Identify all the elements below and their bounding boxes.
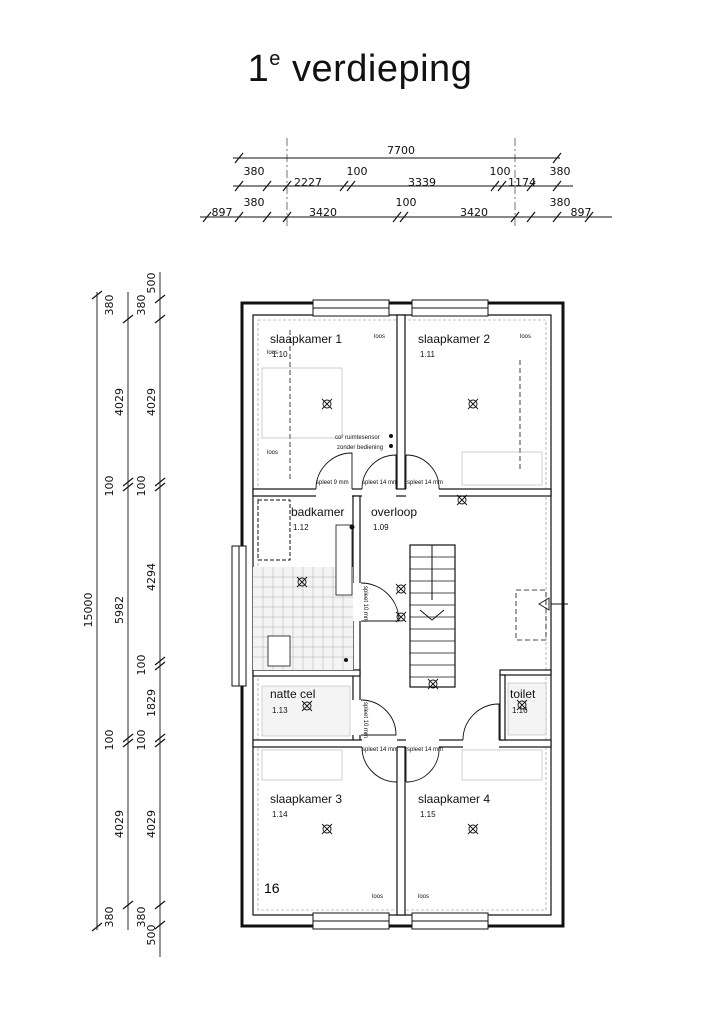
- note-spleet-9: spleet 9 mm: [316, 480, 349, 486]
- note-sensor-2: zonder bediening: [337, 445, 383, 451]
- note-spleet-14-d: spleet 14 mm: [407, 747, 443, 753]
- dim-top-r2-2: 100: [347, 165, 368, 178]
- dim-left-c2-2: 100: [103, 476, 116, 497]
- furniture-beds: [261, 367, 543, 781]
- note-spleet-14-b: spleet 14 mm: [407, 480, 443, 486]
- note-loos-6: loos: [418, 894, 429, 900]
- dim-top-r2-1: 2227: [294, 176, 322, 189]
- room-num-1-13: 1.13: [272, 706, 288, 715]
- dim-top-r3-4: 3420: [460, 206, 488, 219]
- note-sensor-1: co² ruimtesensor: [335, 435, 380, 441]
- page-title: 1e verdieping: [0, 48, 720, 91]
- door-openings: [316, 488, 499, 748]
- dim-left-c3-7: 100: [135, 730, 148, 751]
- room-num-1-10: 1.10: [272, 350, 288, 359]
- left-dimension-lines: [91, 272, 166, 957]
- dim-left-c3-8: 4029: [145, 810, 158, 838]
- plan-notes: loos loos loos loos loos loos co² ruimte…: [264, 334, 531, 900]
- staircase: [409, 544, 456, 688]
- room-name-slaapkamer-4: slaapkamer 4: [418, 792, 490, 806]
- room-name-toilet: toilet: [510, 687, 536, 701]
- left-dimension-labels: 15000 380 4029 100 5982 100 4029 380 500…: [82, 273, 158, 946]
- dim-top-r3-6: 897: [571, 206, 592, 219]
- note-spleet-10-a: spleet 10 mm: [362, 586, 368, 622]
- dim-left-c3-0: 500: [145, 273, 158, 294]
- dim-top-total: 7700: [387, 144, 415, 157]
- room-num-1-09: 1.09: [373, 523, 389, 532]
- sensor-dots: [344, 434, 393, 662]
- room-num-1-11: 1.11: [420, 350, 436, 359]
- dim-top-r2-6: 380: [550, 165, 571, 178]
- dim-top-r3-2: 3420: [309, 206, 337, 219]
- dim-left-c3-1: 380: [135, 295, 148, 316]
- dim-left-c2-5: 4029: [113, 810, 126, 838]
- note-loos-5: loos: [372, 894, 383, 900]
- note-spleet-14-c: spleet 14 mm: [362, 747, 398, 753]
- note-spleet-10-b: spleet 10 mm: [362, 702, 368, 738]
- room-name-badkamer: badkamer: [291, 505, 344, 519]
- room-num-1-14: 1.14: [272, 810, 288, 819]
- dim-left-c3-3: 100: [135, 476, 148, 497]
- dim-top-r3-1: 380: [244, 196, 265, 209]
- note-loos-2: loos: [374, 334, 385, 340]
- note-loos-3: loos: [520, 334, 531, 340]
- top-dimension-lines: [200, 152, 612, 223]
- room-name-slaapkamer-1: slaapkamer 1: [270, 332, 342, 346]
- room-num-1-16: 1.16: [512, 706, 528, 715]
- room-num-1-15: 1.15: [420, 810, 436, 819]
- room-name-slaapkamer-2: slaapkamer 2: [418, 332, 490, 346]
- title-base: 1: [247, 48, 270, 90]
- dim-left-c3-9: 380: [135, 907, 148, 928]
- dim-top-r3-3: 100: [396, 196, 417, 209]
- dim-left-c3-10: 500: [145, 925, 158, 946]
- room-num-1-12: 1.12: [293, 523, 309, 532]
- dim-left-c3-6: 1829: [145, 689, 158, 717]
- dim-top-r2-5: 1174: [508, 176, 536, 189]
- dim-top-r3-0: 897: [212, 206, 233, 219]
- dim-left-c2-1: 4029: [113, 388, 126, 416]
- dim-left-c2-0: 380: [103, 295, 116, 316]
- section-arrow: [538, 597, 568, 611]
- note-loos-1: loos: [267, 350, 278, 356]
- dim-left-c2-6: 380: [103, 907, 116, 928]
- dim-left-c3-4: 4294: [145, 563, 158, 591]
- dim-top-r2-3: 3339: [408, 176, 436, 189]
- title-sup: e: [269, 48, 281, 71]
- title-text: verdieping: [291, 48, 473, 90]
- light-fixtures: [296, 398, 528, 835]
- dim-top-r2-4: 100: [490, 165, 511, 178]
- room-name-overloop: overloop: [371, 505, 417, 519]
- dim-left-c2-3: 5982: [113, 596, 126, 624]
- dim-top-r3-5: 380: [550, 196, 571, 209]
- room-name-natte-cel: natte cel: [270, 687, 315, 701]
- dim-left-c3-2: 4029: [145, 388, 158, 416]
- note-loos-4: loos: [267, 450, 278, 456]
- axis-lines: [286, 138, 516, 228]
- dim-left-total: 15000: [82, 593, 95, 628]
- dim-left-c2-4: 100: [103, 730, 116, 751]
- note-spleet-14-a: spleet 14 mm: [362, 480, 398, 486]
- room-labels: slaapkamer 1 1.10 slaapkamer 2 1.11 badk…: [270, 332, 536, 819]
- dim-left-c3-5: 100: [135, 655, 148, 676]
- room-name-slaapkamer-3: slaapkamer 3: [270, 792, 342, 806]
- door-swings: [315, 452, 500, 783]
- dim-top-r2-0: 380: [244, 165, 265, 178]
- windows: [231, 299, 489, 930]
- bathroom-tiles: [253, 499, 547, 737]
- page-number: 16: [264, 880, 280, 896]
